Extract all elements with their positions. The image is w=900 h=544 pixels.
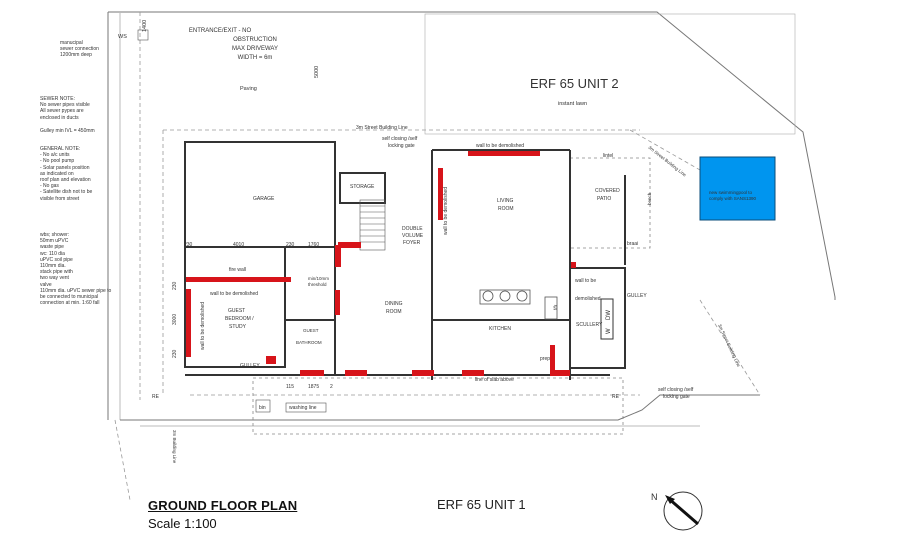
min-threshold-1: min/10mm <box>308 276 329 281</box>
dim-5000: 5000 <box>314 66 320 78</box>
building-line-bottom: 3m Building Line <box>172 430 177 464</box>
paving-label: Paving <box>240 86 257 92</box>
dim-230d: 230 <box>172 349 178 358</box>
dim-230a: 230 <box>184 242 193 248</box>
pool-label-2: comply with SANS1390 <box>709 196 757 201</box>
demolish-walls <box>186 151 576 376</box>
plan-title: GROUND FLOOR PLAN <box>148 498 298 513</box>
kitchen-label: KITCHEN <box>489 326 511 332</box>
dim-230b: 230 <box>286 242 295 248</box>
north-arrow-icon <box>663 491 703 531</box>
wall-demolished-guest: wall to be demolished <box>200 302 206 350</box>
washing-line-box <box>285 402 327 413</box>
instant-lawn-label: instant lawn <box>558 101 587 107</box>
dim-1400: 1400 <box>142 20 148 32</box>
re-right: RE <box>612 394 620 400</box>
dining-room-2: ROOM <box>386 309 402 315</box>
guest-bath-1: GUEST <box>303 328 319 333</box>
w-label: W <box>606 328 612 334</box>
braai-label: braai <box>627 241 638 247</box>
site-boundary <box>107 11 836 427</box>
ws-box <box>137 29 149 41</box>
min-threshold-2: threshold <box>308 282 327 287</box>
guest-room-1: GUEST <box>228 308 245 314</box>
staircase <box>359 199 386 251</box>
wall-demolished-vertical: wall to be demolished <box>443 187 449 235</box>
dim-230c: 230 <box>172 281 178 290</box>
wall-demolished-right-2: demolished <box>575 296 601 302</box>
sewer-note: SEWER NOTE: No sewer pipes visible All s… <box>40 96 90 121</box>
self-closing-top-1: self closing /self <box>382 136 418 142</box>
living-room-1: LIVING <box>497 198 514 204</box>
north-label: N <box>651 492 658 502</box>
washing-line-label: washing line <box>289 405 317 411</box>
gulley-note: Gulley min IVL = 450mm <box>40 128 95 134</box>
entrance-line-1: ENTRANCE/EXIT - NO <box>189 28 252 34</box>
dw-label: DW <box>606 310 612 320</box>
building-line-top: 3m Street Building Line <box>356 125 408 131</box>
lintel-label: lintel <box>603 153 613 159</box>
guest-room-3: STUDY <box>229 324 247 330</box>
wall-demolished-left: wall to be demolished <box>210 291 258 297</box>
bin-box <box>255 399 271 413</box>
re-left: RE <box>152 394 160 400</box>
erf-unit2-area <box>424 13 796 135</box>
gulley-right: GULLEY <box>627 293 647 299</box>
guest-bath-2: BATHROOM <box>296 340 322 345</box>
erf-unit2-label: ERF 65 UNIT 2 <box>530 76 619 91</box>
ws-label: WS <box>118 34 127 40</box>
entrance-line-3: MAX DRIVEWAY <box>232 46 278 52</box>
double-volume-1: DOUBLE <box>402 226 423 232</box>
double-volume-3: FOYER <box>403 240 421 246</box>
self-closing-top-2: locking gate <box>388 143 415 149</box>
building-lines <box>114 12 761 501</box>
fire-wall-label: fire wall <box>229 267 246 273</box>
dim-bottom-1: 115 <box>286 384 294 390</box>
slab-outline <box>252 377 624 435</box>
plumbing-note: wbs; shower: 50mm uPVC waste pipe wc: 11… <box>40 232 112 307</box>
erf-unit1-label: ERF 65 UNIT 1 <box>437 497 526 512</box>
dim-4010: 4010 <box>233 242 244 248</box>
storage-label: STORAGE <box>350 184 375 190</box>
covered-patio-2: PATIO <box>597 196 611 202</box>
bin-label: bin <box>259 405 266 411</box>
scullery-label: SCULLERY <box>576 322 603 328</box>
wall-demolished-top: wall to be demolished <box>476 143 524 149</box>
sewer-connection-note: manucipal sewer connection 1200mm deep <box>60 40 99 59</box>
guest-room-2: BEDROOM / <box>225 316 254 322</box>
general-note: GENERAL NOTE: - No a/c units - No pool p… <box>40 146 93 202</box>
walls <box>184 141 626 380</box>
patio-outline <box>569 157 651 249</box>
dim-1760: 1760 <box>308 242 319 248</box>
swimming-pool <box>699 156 776 221</box>
dining-room-1: DINING <box>385 301 403 307</box>
entrance-line-2: OBSTRUCTION <box>233 37 277 43</box>
living-room-2: ROOM <box>498 206 514 212</box>
dim-3000: 3000 <box>172 314 178 325</box>
f-fr-label: f/fr <box>553 304 558 310</box>
building-line-right: 3m Street Building Line <box>647 145 687 178</box>
covered-patio-1: COVERED <box>595 188 620 194</box>
double-volume-2: VOLUME <box>402 233 424 239</box>
self-closing-right-2: locking gate <box>663 394 690 400</box>
line-of-slab: line of slab above <box>475 377 514 383</box>
plan-scale: Scale 1:100 <box>148 516 217 531</box>
dw-w-box <box>600 298 614 340</box>
building-line-diag: 3m Street Building Line <box>717 323 741 368</box>
wall-demolished-right-1: wall to be <box>575 278 596 284</box>
pool-label-1: new swimmingpool to <box>709 190 753 195</box>
self-closing-right-1: self closing /self <box>658 387 694 393</box>
entrance-line-4: WIDTH = 6m <box>238 55 273 61</box>
gulley-left: GULLEY <box>240 363 260 369</box>
dim-bottom-2: 1875 <box>308 384 319 390</box>
garage-label: GARAGE <box>253 196 275 202</box>
bench-label: bench <box>647 192 652 205</box>
kitchen-island <box>479 289 558 320</box>
dim-bottom-3: 2 <box>330 384 333 390</box>
prep-label: prep <box>540 356 550 362</box>
